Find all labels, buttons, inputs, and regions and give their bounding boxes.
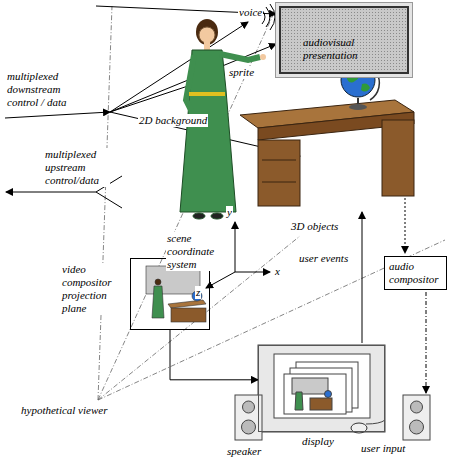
event-label: user events [298,252,349,265]
node-text: audiovisual presentation [303,36,383,62]
axis-caption: scene coordinate system [166,232,226,271]
viewer-label: hypothetical viewer [20,404,108,417]
object-label: 3D objects [290,220,339,233]
stream-label: multiplexed upstream control/data [44,148,110,187]
node-text: display [301,435,363,448]
device-label: user input [360,442,406,455]
object-label: 2D background [138,114,208,127]
node-text: video compositor projection plane [61,263,125,315]
axis-label: y [226,206,233,219]
axis-label: x [274,265,281,278]
device-label: speaker [226,445,262,458]
presentation-board: audiovisual presentation [279,6,409,74]
display-monitor: display [258,345,385,432]
axis-label: z [195,286,201,299]
object-label: sprite [228,66,255,79]
object-label: voice [238,6,263,19]
connector-arrow [170,330,258,380]
audio-compositor-box: audio compositor [384,256,447,290]
stream-label: multiplexed downstream control / data [6,70,84,109]
node-text: audio compositor [389,260,443,286]
